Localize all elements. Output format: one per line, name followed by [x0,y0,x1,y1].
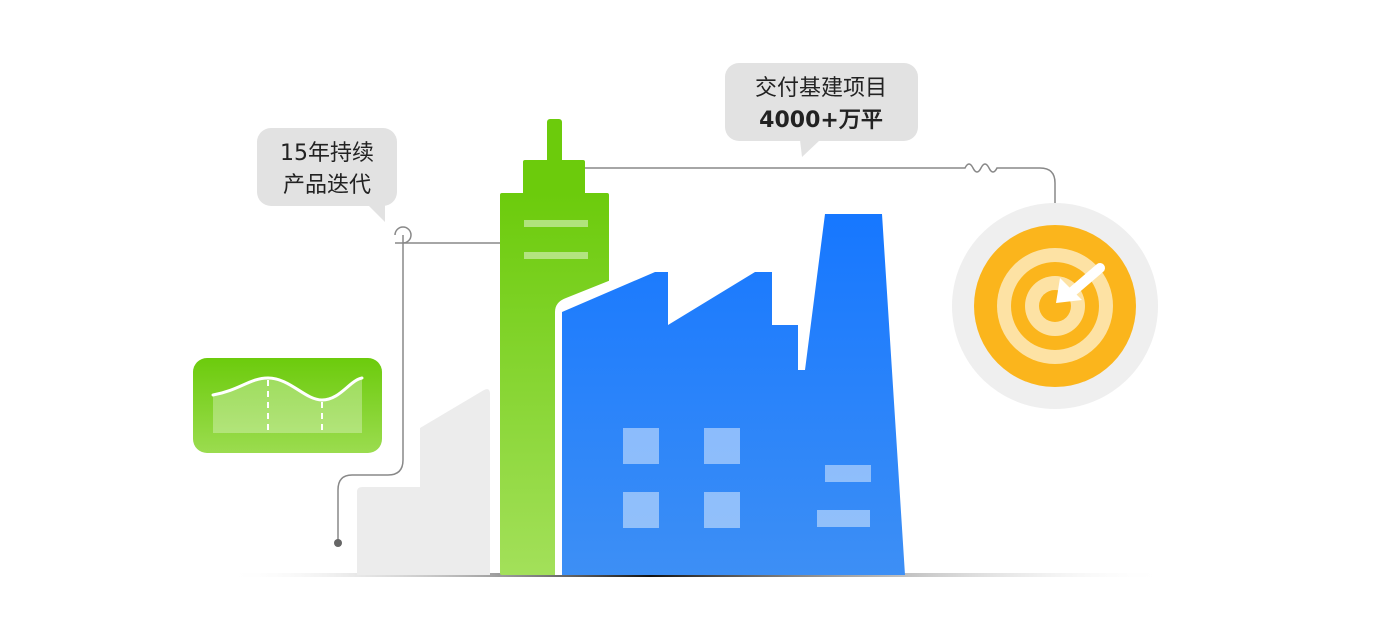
callout-iteration-line2: 产品迭代 [283,173,371,198]
callout-projects-line2: 4000+万平 [759,108,883,133]
connector-left [337,226,500,543]
callout-iteration-line1: 15年持续 [280,141,374,166]
connector-dot [334,539,342,547]
target-icon [952,203,1158,409]
callout-projects-line1: 交付基建项目 [755,76,887,101]
factory-icon [555,214,905,575]
gray-building-icon [357,389,490,575]
line-chart-card-icon [193,358,382,453]
callout-projects: 交付基建项目 4000+万平 [725,63,918,157]
callout-iteration: 15年持续 产品迭代 [257,128,397,222]
